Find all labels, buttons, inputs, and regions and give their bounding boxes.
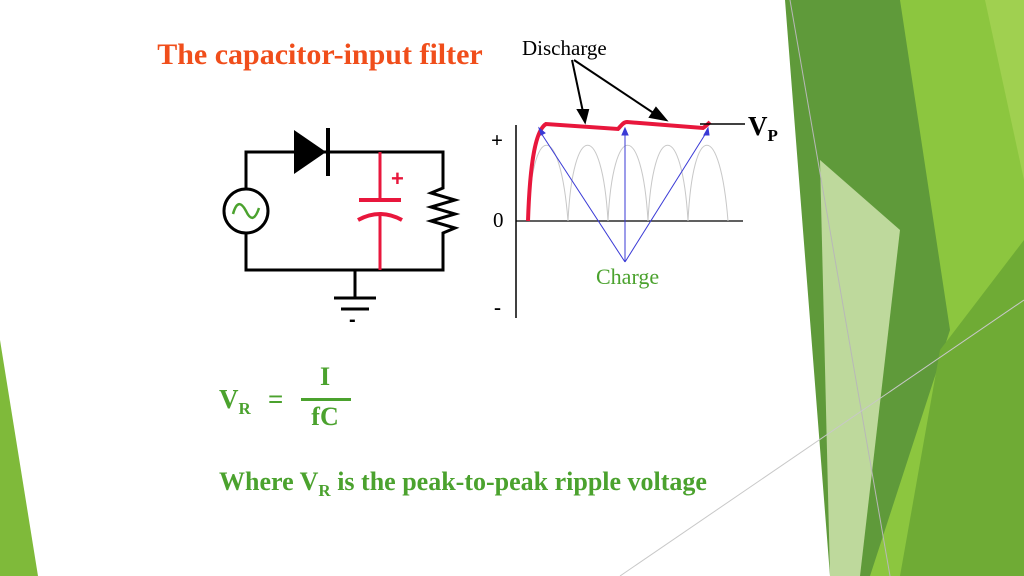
ground-minus-sign: - <box>349 309 356 331</box>
slide-title: The capacitor-input filter <box>157 38 483 71</box>
right-panel-mid <box>900 240 1024 576</box>
axis-minus-label: - <box>494 295 501 319</box>
decor-line-1 <box>789 0 891 576</box>
vp-label-sub: P <box>767 126 778 145</box>
discharge-arrows <box>571 59 669 125</box>
formula-numerator: I <box>319 362 331 391</box>
right-panel-bright <box>985 0 1024 180</box>
decor-line-2 <box>619 299 1024 576</box>
ripple-caption-prefix: Where V <box>219 467 319 496</box>
vp-label-main: V <box>748 111 768 141</box>
filtered-output-waveform <box>526 119 712 222</box>
capacitor-plus-sign: + <box>391 166 404 191</box>
ripple-caption-suffix: is the peak-to-peak ripple voltage <box>330 467 707 496</box>
axis-plus-label: + <box>491 128 503 152</box>
formula-fraction-bar <box>301 398 351 401</box>
sine-wave-icon <box>222 187 270 235</box>
ripple-caption-sub: R <box>318 481 331 500</box>
axis-zero-label: 0 <box>493 208 504 232</box>
rectified-arcs <box>527 144 729 222</box>
formula-denominator: fC <box>311 402 339 431</box>
resistor-icon <box>425 182 461 238</box>
charge-arrows <box>538 126 710 263</box>
formula-equals: = <box>268 384 284 414</box>
vp-label: VP <box>748 111 778 146</box>
formula-lhs-sub: R <box>238 399 251 418</box>
ground-icon <box>334 296 376 311</box>
diode-icon <box>294 128 330 176</box>
capacitor-icon <box>357 152 403 270</box>
discharge-label: Discharge <box>522 36 607 60</box>
right-panel-pale <box>820 160 900 576</box>
ripple-caption: Where VR is the peak-to-peak ripple volt… <box>219 467 707 501</box>
charge-label: Charge <box>596 264 660 289</box>
left-green-triangle <box>0 340 38 576</box>
formula-lhs: VR <box>219 384 251 419</box>
formula-lhs-main: V <box>219 384 239 414</box>
